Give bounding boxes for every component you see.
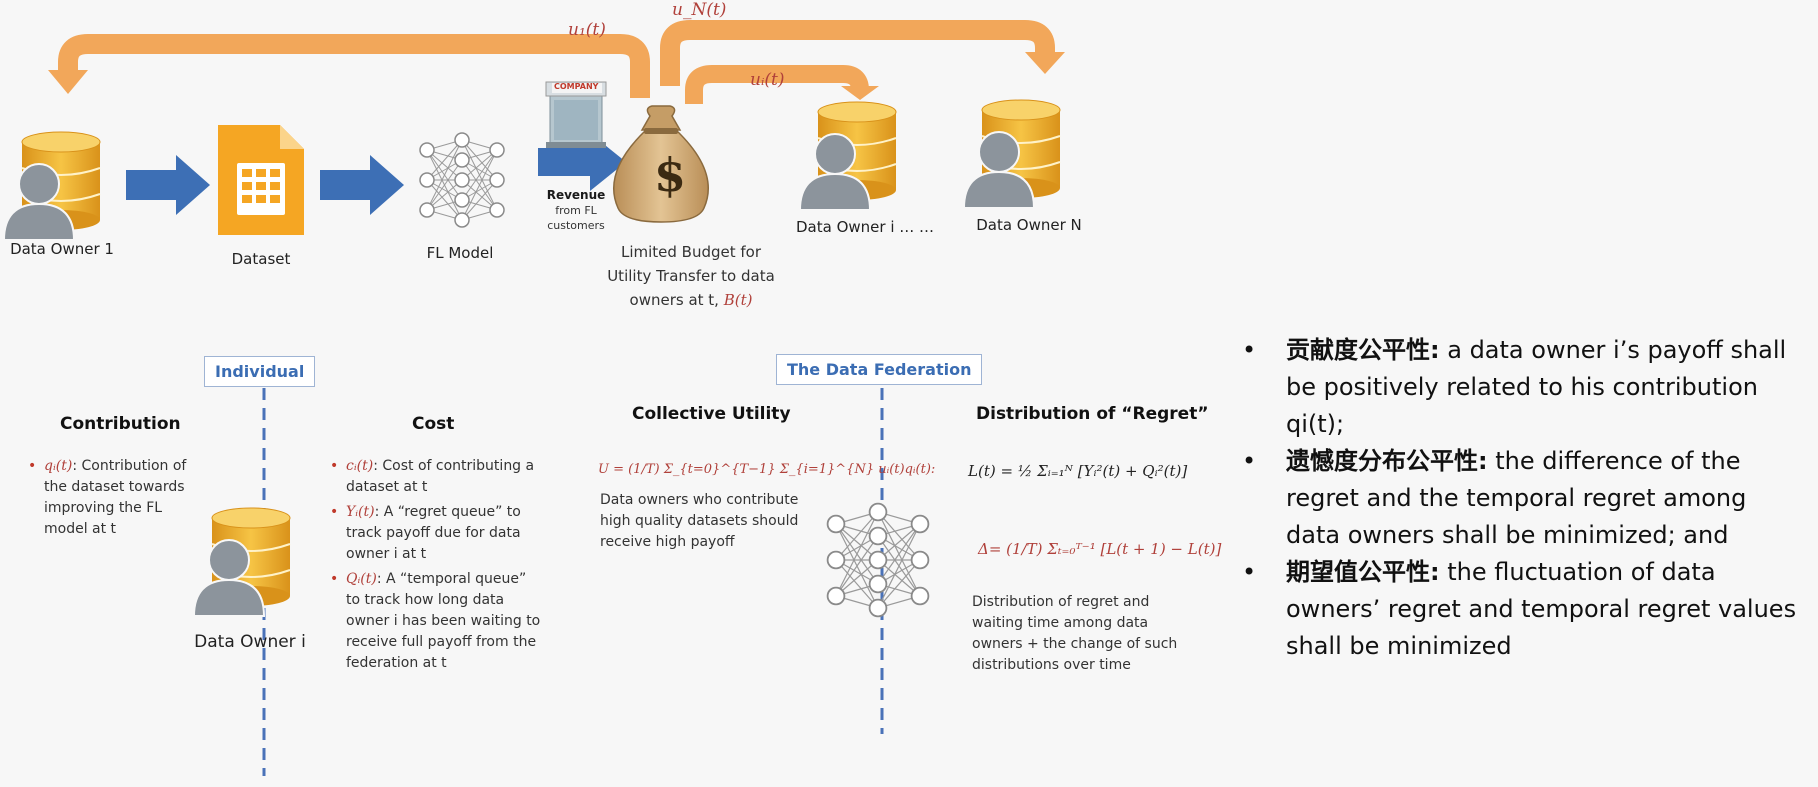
data-owner-i-icon: [799, 101, 897, 211]
cost-text: : Cost of contributing a dataset at t: [346, 458, 535, 495]
cost-list: cᵢ(t): Cost of contributing a dataset at…: [330, 456, 542, 678]
temporal-queue-item: Qᵢ(t): A “temporal queue” to track how l…: [330, 569, 542, 674]
temporal-queue-text: : A “temporal queue” to track how long d…: [346, 571, 541, 671]
budget-line-3: owners at t, B(t): [586, 288, 796, 312]
fl-model-network-icon: [419, 132, 505, 228]
bullet-1-en: a data owner i’s payoff shall be positiv…: [1286, 336, 1787, 438]
data-owner-N-label: Data Owner N: [976, 216, 1082, 234]
flow-arrow-2: [320, 155, 404, 215]
individual-box: Individual: [204, 356, 316, 387]
cost-symbol: cᵢ(t): [346, 458, 374, 474]
utility-formula: U = (1/T) Σ_{t=0}^{T−1} Σ_{i=1}^{N} uᵢ(t…: [598, 462, 936, 477]
money-bag-icon: [613, 105, 709, 223]
revenue-label: Revenue from FL customers: [536, 188, 616, 233]
bullet-3-en: the fluctuation of data owners’ regret a…: [1286, 558, 1797, 660]
spreadsheet-icon: [218, 125, 304, 235]
arrow-label-u1: u₁(t): [568, 20, 606, 40]
data-owner-i-middle-icon: [193, 507, 291, 617]
federation-box: The Data Federation: [776, 354, 983, 385]
company-sign: COMPANY: [554, 82, 599, 91]
bullet-2-zh: 遗憾度分布公平性:: [1286, 447, 1488, 475]
fairness-bullets: 贡献度公平性: a data owner i’s payoff shall be…: [1236, 332, 1806, 665]
bullet-2-en: the difference of the regret and the tem…: [1286, 447, 1747, 549]
contribution-list: qᵢ(t): Contribution of the dataset towar…: [28, 456, 208, 544]
federation-network-icon: [826, 502, 930, 618]
revenue-title: Revenue: [546, 188, 606, 202]
payout-arrow-u1: [48, 34, 650, 98]
dataset-label: Dataset: [231, 250, 291, 268]
regret-formula-L: L(t) = ½ Σᵢ₌₁ᴺ [Yᵢ²(t) + Qᵢ²(t)]: [968, 462, 1188, 480]
bullet-expectation-fairness: 期望值公平性: the fluctuation of data owners’ …: [1236, 554, 1806, 665]
data-owner-i-label: Data Owner i … …: [796, 218, 935, 236]
company-sign-bg: [552, 83, 602, 93]
data-owner-1-icon: [3, 131, 101, 241]
contribution-text: : Contribution of the dataset towards im…: [44, 458, 187, 537]
bullet-3-zh: 期望值公平性:: [1286, 558, 1440, 586]
budget-line-3-text: owners at t,: [629, 291, 724, 309]
cost-item: cᵢ(t): Cost of contributing a dataset at…: [330, 456, 542, 498]
data-owner-1-label: Data Owner 1: [10, 240, 114, 258]
utility-text: Data owners who contribute high quality …: [600, 492, 799, 550]
regret-queue-item: Yᵢ(t): A “regret queue” to track payoff …: [330, 502, 542, 565]
data-owner-i-middle-label: Data Owner i: [194, 632, 306, 652]
temporal-queue-symbol: Qᵢ(t): [346, 571, 377, 587]
bullet-contribution-fairness: 贡献度公平性: a data owner i’s payoff shall be…: [1236, 332, 1806, 443]
regret-queue-text: : A “regret queue” to track payoff due f…: [346, 504, 521, 562]
flow-arrow-1: [126, 155, 210, 215]
contribution-symbol: qᵢ(t): [44, 458, 73, 474]
revenue-line-1: from FL: [555, 204, 597, 217]
budget-label: Limited Budget for Utility Transfer to d…: [586, 240, 796, 312]
budget-line-2: Utility Transfer to data: [607, 267, 775, 285]
bullet-1-zh: 贡献度公平性:: [1286, 336, 1440, 364]
collective-utility-title: Collective Utility: [632, 404, 791, 424]
cost-title: Cost: [412, 414, 455, 434]
budget-line-1: Limited Budget for: [620, 243, 762, 261]
arrow-label-ui: uᵢ(t): [750, 70, 785, 90]
revenue-line-2: customers: [547, 219, 605, 232]
fl-model-label: FL Model: [426, 244, 494, 262]
bullet-regret-fairness: 遗憾度分布公平性: the difference of the regret a…: [1236, 443, 1806, 554]
contribution-item: qᵢ(t): Contribution of the dataset towar…: [28, 456, 208, 540]
dollar-icon: $: [654, 148, 687, 202]
payout-arrow-ui: [685, 65, 879, 104]
regret-text: Distribution of regret and waiting time …: [972, 594, 1178, 673]
budget-formula: B(t): [723, 291, 753, 309]
arrow-label-uN: u_N(t): [672, 0, 727, 20]
contribution-title: Contribution: [60, 414, 181, 434]
payout-arrow-uN: [660, 20, 1065, 86]
data-owner-N-icon: [963, 99, 1061, 209]
regret-distribution-title: Distribution of “Regret”: [976, 404, 1209, 424]
regret-queue-symbol: Yᵢ(t): [346, 504, 375, 520]
regret-formula-delta: Δ= (1/T) Σₜ₌₀ᵀ⁻¹ [L(t + 1) − L(t)]: [978, 540, 1222, 558]
